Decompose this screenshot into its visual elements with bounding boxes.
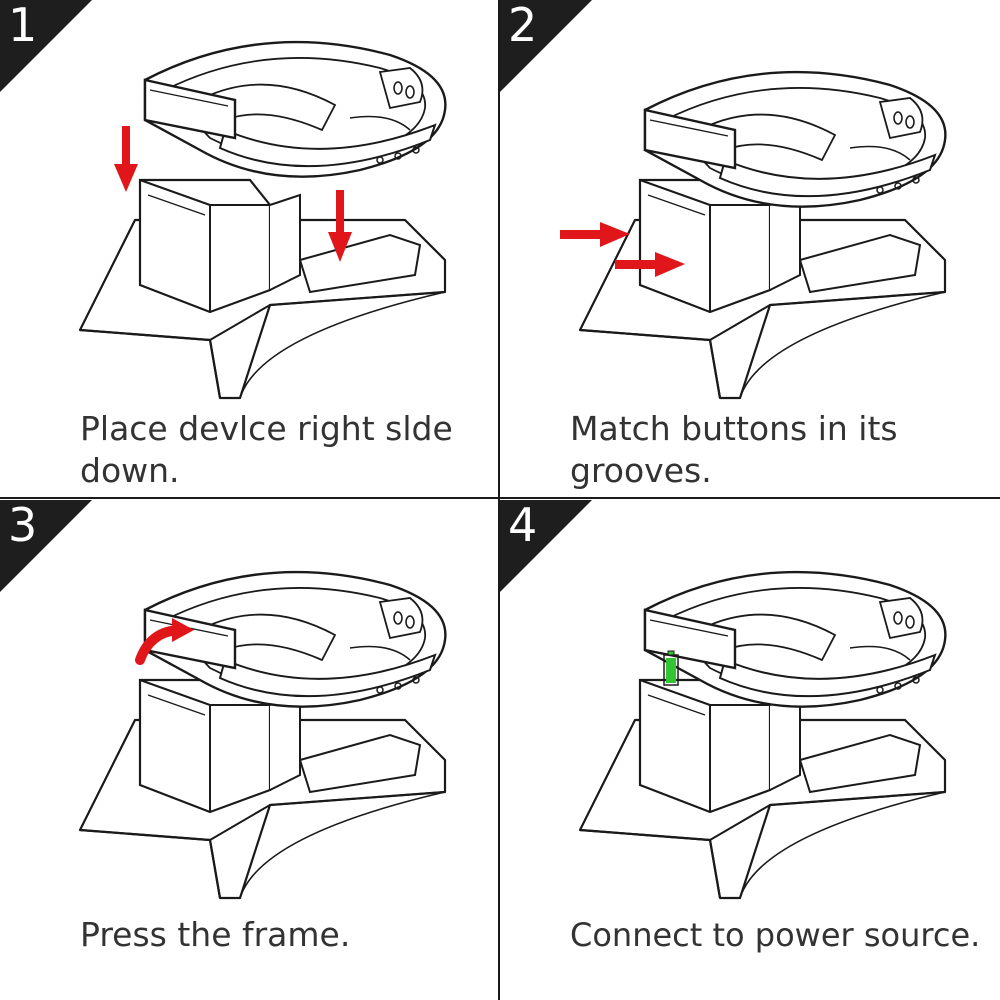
step-caption: Connect to power source. — [570, 914, 970, 956]
step-number: 4 — [508, 502, 537, 548]
step-1-illustration — [60, 30, 460, 400]
horizontal-divider — [0, 497, 1000, 499]
step-3-illustration — [60, 530, 460, 900]
step-4-illustration — [560, 530, 960, 900]
step-number: 1 — [8, 2, 37, 48]
step-number: 3 — [8, 502, 37, 548]
vertical-divider — [498, 0, 500, 1000]
step-panel-3: 3 Press the frame. — [0, 500, 500, 1000]
step-panel-2: 2 Match buttons in its grooves. — [500, 0, 1000, 500]
step-caption: Press the frame. — [80, 914, 480, 956]
step-2-illustration — [560, 30, 960, 400]
step-panel-1: 1 Place devlce right slde down. — [0, 0, 500, 500]
step-number: 2 — [508, 2, 537, 48]
step-caption: Place devlce right slde down. — [80, 408, 480, 492]
right-arrow-icon — [560, 222, 630, 247]
down-arrow-icon — [114, 126, 138, 192]
step-caption: Match buttons in its grooves. — [570, 408, 970, 492]
step-panel-4: 4 Connect to power source. — [500, 500, 1000, 1000]
